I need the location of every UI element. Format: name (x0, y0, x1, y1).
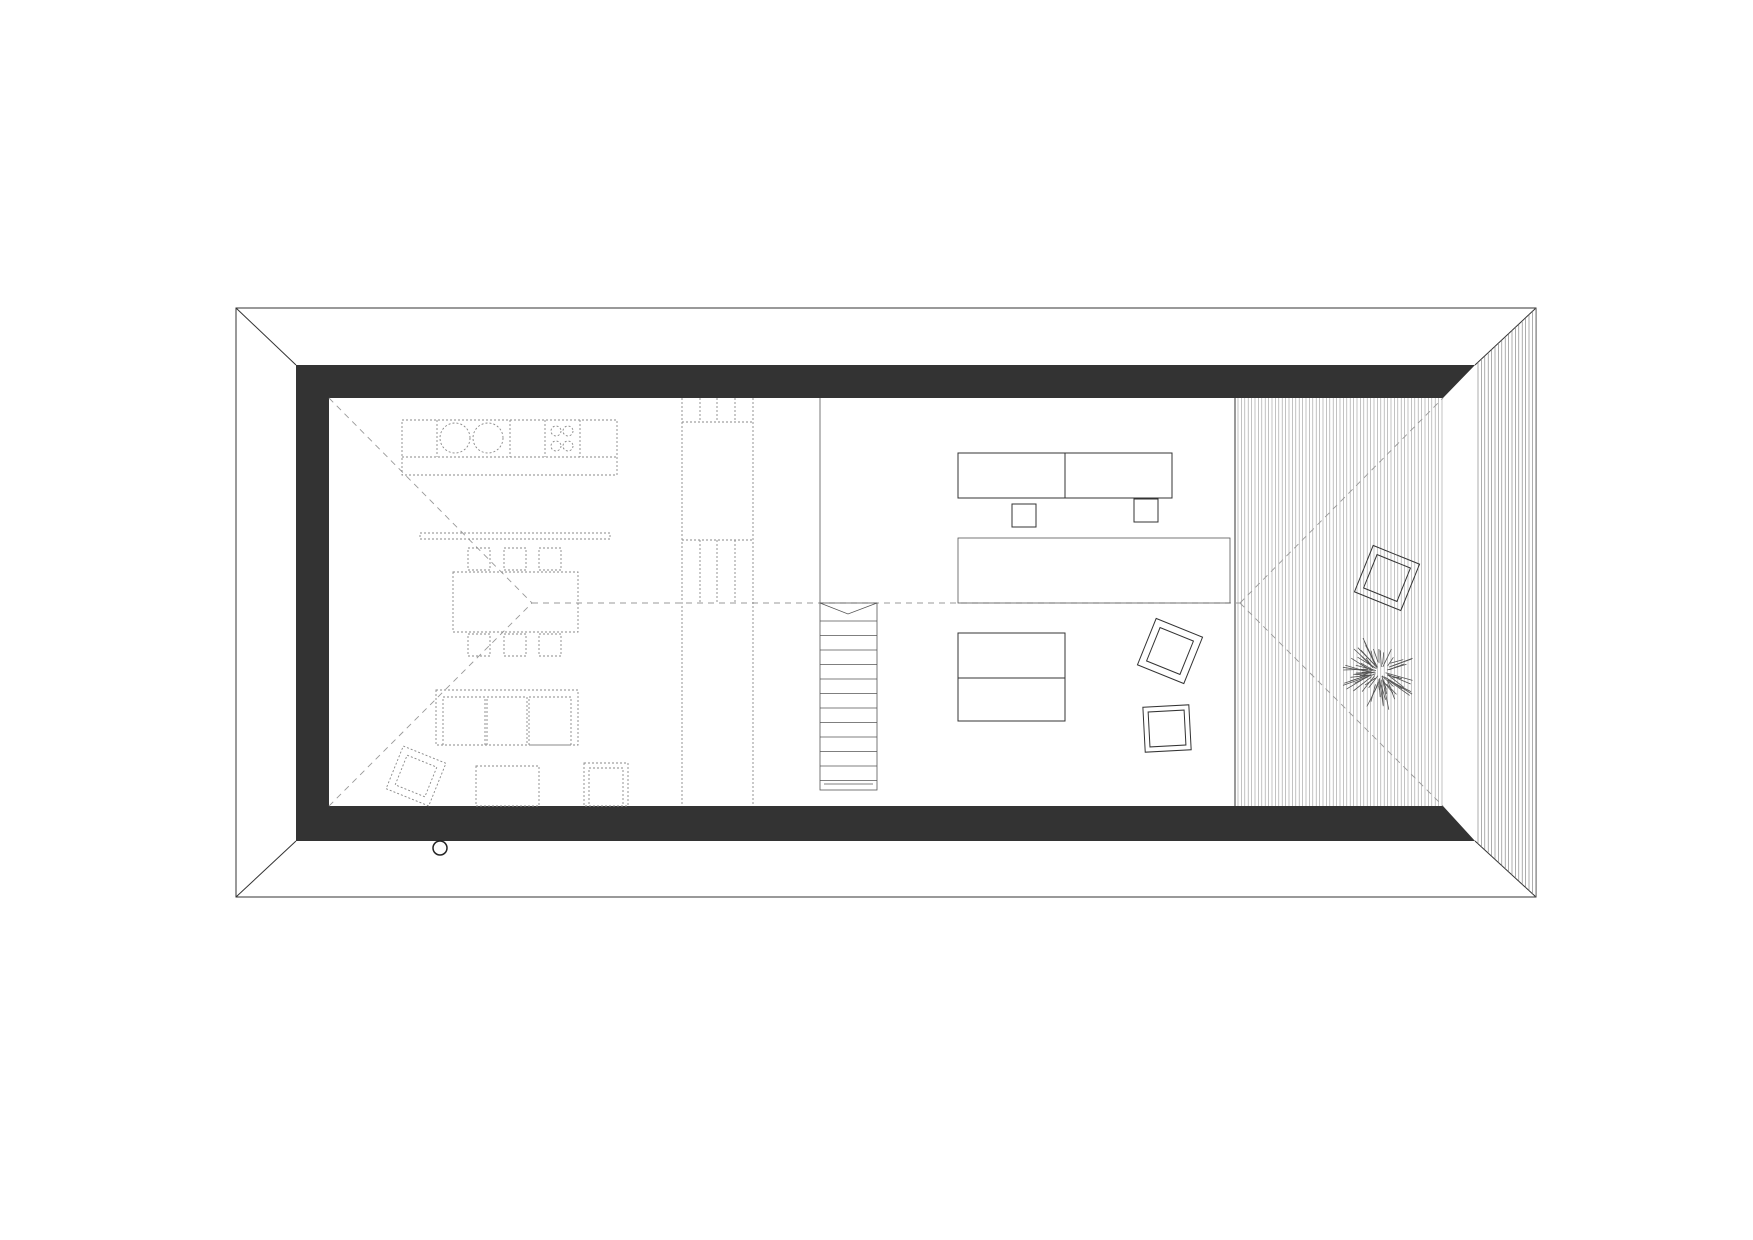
bed (957, 632, 1066, 722)
roof-ridge-lines (328, 397, 1444, 807)
dining-table (452, 547, 579, 657)
lower-side-table (475, 765, 540, 807)
kitchen-counter (401, 419, 618, 476)
lower-armchair-rotated (385, 745, 447, 807)
roof-slope-hatch (1477, 308, 1537, 897)
bench (957, 537, 1231, 604)
lower-sofa (435, 689, 579, 746)
downpipe-icon (432, 840, 448, 856)
lower-armchair (583, 762, 629, 807)
armchair-2 (1142, 704, 1192, 753)
terrace-armchair (1353, 544, 1421, 612)
sideboard (957, 452, 1173, 528)
plant-icon (1342, 637, 1413, 710)
staircase (819, 602, 878, 791)
stair-void (681, 398, 754, 806)
terrace-decking (1237, 398, 1443, 806)
shelf (419, 532, 611, 540)
armchair-1 (1136, 617, 1204, 685)
